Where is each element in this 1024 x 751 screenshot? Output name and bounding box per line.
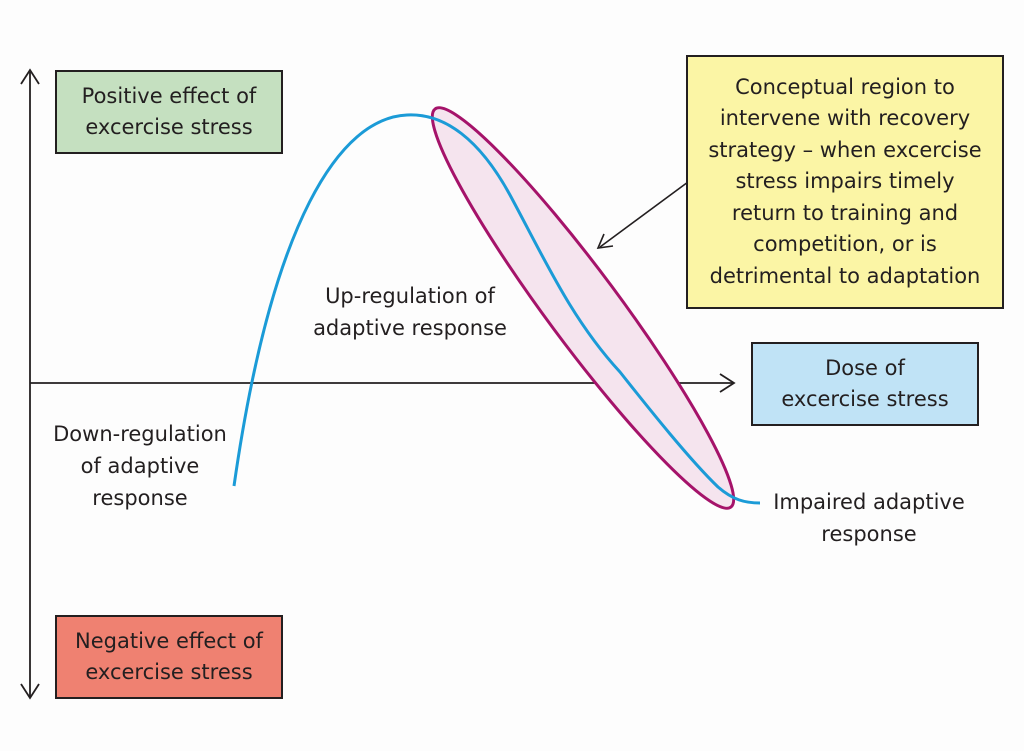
recovery-pointer-arrow [599, 181, 689, 248]
recovery-line-6: competition, or is [753, 232, 937, 257]
positive-effect-line-2: excercise stress [85, 115, 253, 139]
dose-response-curve [232, 113, 761, 505]
down-regulation-label: Down-regulation of adaptive response [25, 418, 255, 514]
dose-axis-box: Dose of excercise stress [751, 342, 979, 426]
recovery-line-7: detrimental to adaptation [709, 263, 981, 288]
impaired-line-2: response [821, 522, 917, 546]
vertical-axis-down-arrowhead [20, 683, 40, 700]
positive-effect-line-1: Positive effect of [81, 84, 257, 108]
intervention-region-ellipse [430, 106, 736, 510]
vertical-axis-up-arrowhead [20, 68, 40, 85]
negative-effect-line-2: excercise stress [85, 660, 253, 684]
impaired-response-label: Impaired adaptive response [752, 486, 986, 550]
horizontal-axis-arrowhead [719, 373, 736, 393]
recovery-line-1: Conceptual region to [735, 74, 955, 99]
down-regulation-line-1: Down-regulation [53, 422, 227, 446]
up-regulation-line-1: Up-regulation of [325, 284, 495, 308]
negative-effect-box: Negative effect of excercise stress [55, 615, 283, 699]
recovery-line-4: stress impairs timely [735, 169, 955, 194]
dose-line-1: Dose of [825, 356, 905, 380]
recovery-strategy-callout: Conceptual region to intervene with reco… [686, 55, 1004, 309]
up-regulation-line-2: adaptive response [313, 316, 507, 340]
down-regulation-line-2: of adaptive [80, 454, 200, 478]
dose-line-2: excercise stress [781, 387, 949, 411]
negative-effect-line-1: Negative effect of [75, 629, 263, 653]
recovery-line-3: strategy – when excercise [708, 137, 982, 162]
positive-effect-box: Positive effect of excercise stress [55, 70, 283, 154]
recovery-line-2: intervene with recovery [719, 106, 971, 131]
up-regulation-label: Up-regulation of adaptive response [290, 280, 530, 344]
recovery-line-5: return to training and [731, 200, 959, 225]
impaired-line-1: Impaired adaptive [773, 490, 965, 514]
recovery-pointer-arrowhead [596, 233, 614, 249]
down-regulation-line-3: response [92, 486, 188, 510]
